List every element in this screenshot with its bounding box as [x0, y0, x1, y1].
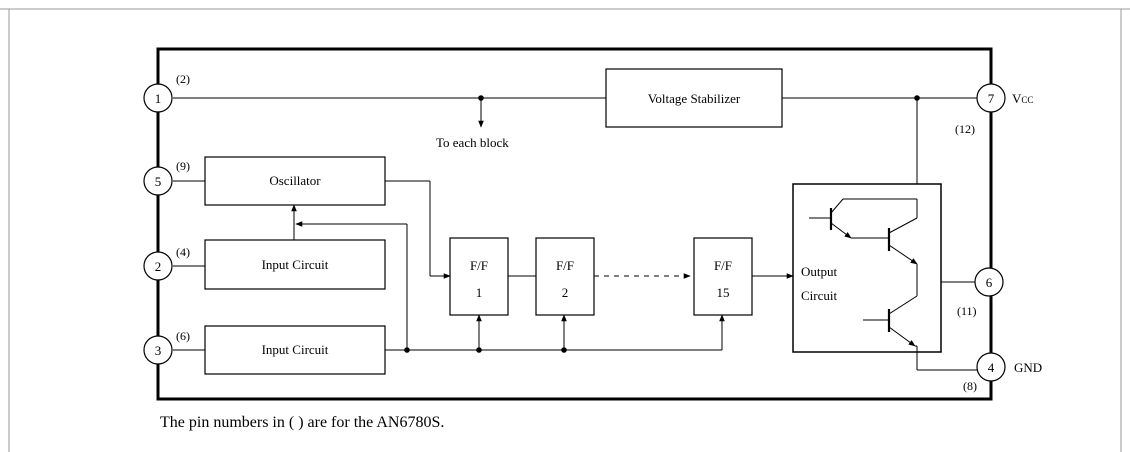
pin-1-alt-number: (2) — [176, 72, 190, 86]
ff1-block: F/F 1 — [449, 237, 509, 316]
pin-7-label-sub: CC — [1021, 95, 1033, 105]
dashed-wires — [564, 273, 722, 351]
pin-6: 6 — [974, 267, 1004, 297]
pin-3-alt-number: (6) — [176, 329, 190, 343]
pin-4: 4 — [976, 352, 1006, 382]
ff1-label-top: F/F — [470, 258, 488, 273]
to-each-block-label: To each block — [436, 135, 509, 150]
pin-1: 1 — [143, 83, 173, 113]
oscillator-block: Oscillator — [204, 156, 386, 206]
pin-7-label-main: V — [1012, 91, 1022, 106]
voltage-stabilizer-label: Voltage Stabilizer — [648, 91, 741, 106]
pin-4-label: GND — [1014, 360, 1042, 375]
pin-2-number: 2 — [155, 259, 162, 274]
pin-4-alt-number: (8) — [963, 379, 977, 393]
pin-5-alt-number: (9) — [176, 159, 190, 173]
voltage-stabilizer-block: Voltage Stabilizer — [605, 68, 783, 128]
input-circuit-a-block: Input Circuit — [204, 239, 386, 290]
ff2-block: F/F 2 — [535, 237, 595, 316]
pin-3-number: 3 — [155, 343, 162, 358]
pin-6-alt-number: (11) — [957, 304, 977, 318]
pin-7-number: 7 — [988, 91, 995, 106]
wires — [173, 97, 977, 371]
pin-7: 7 — [976, 83, 1006, 113]
output-circuit-block: Output Circuit — [792, 183, 942, 370]
output-circuit-label-line1: Output — [801, 264, 838, 279]
pin-note-caption: The pin numbers in ( ) are for the AN678… — [160, 414, 444, 431]
ff1-label-number: 1 — [476, 285, 483, 300]
output-circuit-label-line2: Circuit — [801, 288, 837, 303]
pin-3: 3 — [143, 335, 173, 365]
pin-7-label: VCC — [1012, 91, 1033, 106]
input-circuit-b-block: Input Circuit — [204, 325, 386, 375]
transistor-q1 — [809, 198, 917, 239]
transistor-q2 — [887, 199, 918, 282]
input-circuit-b-label: Input Circuit — [262, 342, 329, 357]
pin-2: 2 — [143, 251, 173, 281]
ff15-label-top: F/F — [714, 258, 732, 273]
pin-4-number: 4 — [988, 360, 995, 375]
oscillator-label: Oscillator — [269, 173, 321, 188]
ff15-label-number: 15 — [717, 285, 730, 300]
pin-7-alt-number: (12) — [955, 122, 975, 136]
ff15-block: F/F 15 — [693, 237, 753, 316]
pin-5-number: 5 — [155, 174, 162, 189]
ic-outline — [156, 47, 993, 401]
ff2-label-number: 2 — [562, 285, 569, 300]
pin-1-number: 1 — [155, 91, 162, 106]
pin-6-number: 6 — [986, 275, 993, 290]
pin-5: 5 — [143, 166, 173, 196]
transistor-q3 — [863, 282, 918, 370]
ff2-label-top: F/F — [556, 258, 574, 273]
pin-2-alt-number: (4) — [176, 245, 190, 259]
input-circuit-a-label: Input Circuit — [262, 257, 329, 272]
